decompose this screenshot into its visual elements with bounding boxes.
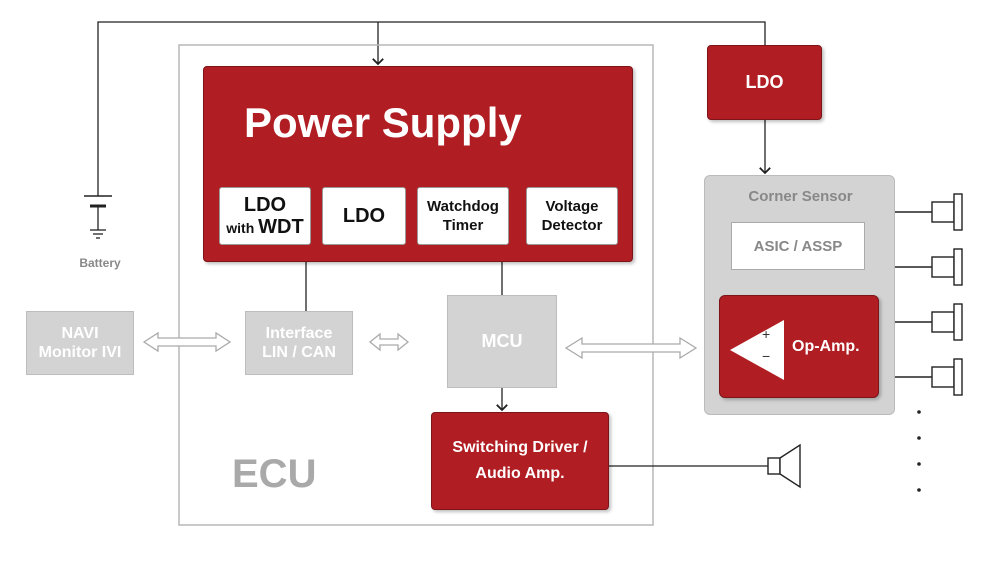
more-sensors-dots — [917, 410, 921, 492]
switching-driver-block: Switching Driver / Audio Amp. — [431, 412, 609, 510]
mcu-block: MCU — [447, 295, 557, 388]
power-supply-block: Power Supply LDO with WDT LDO Watchdog T… — [203, 66, 633, 262]
ldo-with-wdt-box: LDO with WDT — [219, 187, 311, 245]
speaker-icon — [767, 443, 801, 489]
opamp-block: + − Op-Amp. — [719, 295, 879, 398]
battery-power-line — [97, 21, 766, 196]
voltage-detector-box: Voltage Detector — [526, 187, 618, 245]
opamp-minus: − — [762, 348, 771, 364]
corner-sensor-title: Corner Sensor — [748, 188, 853, 205]
opamp-plus: + — [762, 326, 771, 342]
ldo-wdt-line1: LDO — [243, 194, 287, 216]
external-ldo-block: LDO — [707, 45, 822, 120]
ecu-label: ECU — [232, 452, 317, 496]
battery-symbol — [84, 195, 112, 239]
asic-assp-box: ASIC / ASSP — [731, 222, 865, 270]
battery-label: Battery — [79, 256, 121, 270]
power-supply-title: Power Supply — [244, 99, 522, 146]
opamp-triangle-icon — [730, 320, 784, 380]
corner-sensor-block: Corner Sensor ASIC / ASSP + − Op-Amp. — [704, 175, 895, 415]
watchdog-timer-box: Watchdog Timer — [417, 187, 509, 245]
ecu-boundary — [178, 44, 654, 526]
interface-block: Interface LIN / CAN — [245, 311, 353, 375]
double-arrow-navi-interface — [142, 331, 232, 353]
opamp-label: Op-Amp. — [792, 338, 860, 355]
ldo-wdt-line2: with WDT — [226, 216, 304, 238]
ldo-box: LDO — [322, 187, 406, 245]
navi-monitor-block: NAVI Monitor IVI — [26, 311, 134, 375]
sensor-connectors — [895, 193, 963, 396]
double-arrow-mcu-sensor — [564, 336, 698, 360]
double-arrow-interface-mcu — [368, 332, 410, 352]
